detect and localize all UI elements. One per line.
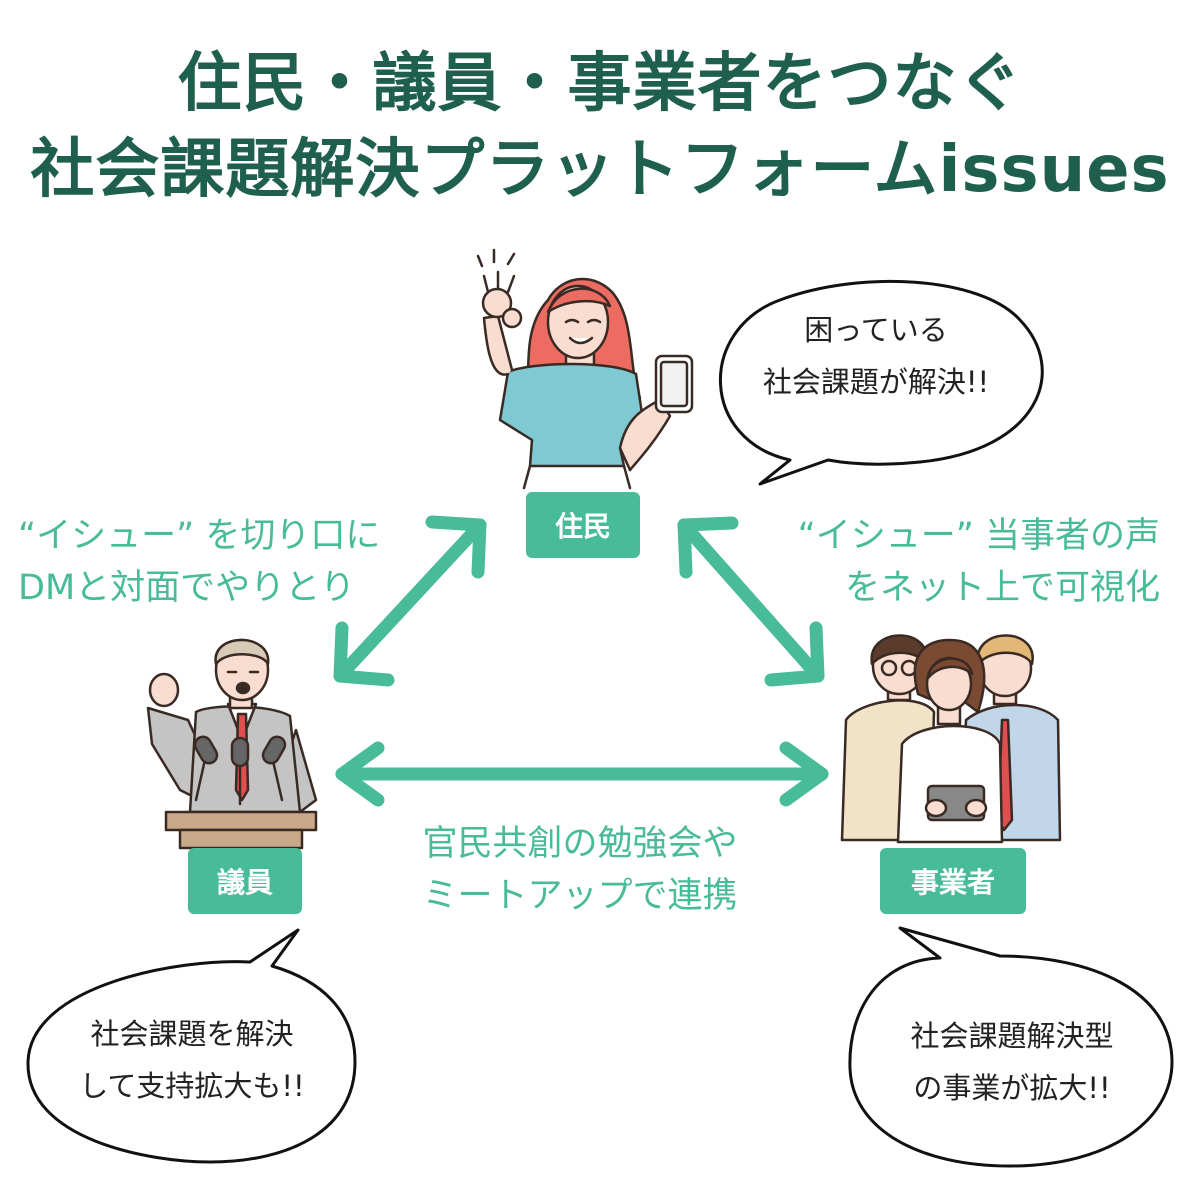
bubble-text-resident: 困っている 社会課題が解決!! (716, 304, 1036, 408)
bubble-line: 社会課題を解決 (90, 1017, 294, 1051)
caption-line: DMと対面でやりとり (18, 568, 356, 608)
speech-bubble-councilor (26, 928, 357, 1164)
node-label-resident: 住民 (526, 492, 640, 558)
bubble-line: 困っている (804, 313, 948, 347)
politician-podium-illustration (146, 638, 318, 850)
speech-bubble-resident (719, 279, 1044, 486)
page-title-line1: 住民・議員・事業者をつなぐ (177, 47, 1023, 121)
business-team-illustration (840, 634, 1062, 844)
caption-line: ミートアップで連携 (422, 876, 738, 916)
bubble-line: して支持拡大も!! (79, 1069, 305, 1103)
speech-bubble-business (848, 926, 1174, 1168)
arrow-councilor-business (335, 741, 829, 807)
caption-line: 官民共創の勉強会や (422, 824, 738, 864)
caption-line: “イシュー” 当事者の声 (797, 516, 1160, 556)
caption-line: をネット上で可視化 (844, 568, 1160, 608)
edge-caption-resident-councilor: “イシュー” を切り口に DMと対面でやりとり (18, 510, 380, 614)
bubble-line: 社会課題が解決!! (762, 365, 990, 399)
bubble-line: の事業が拡大!! (913, 1071, 1111, 1105)
page-title-line2: 社会課題解決プラットフォームissues (30, 133, 1170, 207)
edge-caption-resident-business: “イシュー” 当事者の声 をネット上で可視化 (798, 510, 1160, 614)
bubble-text-business: 社会課題解決型 の事業が拡大!! (854, 1010, 1170, 1114)
node-label-business: 事業者 (880, 848, 1026, 914)
caption-line: “イシュー” を切り口に (18, 516, 381, 556)
arrow-resident-business (677, 516, 825, 687)
woman-ok-gesture-illustration (476, 248, 694, 490)
node-label-councilor: 議員 (188, 848, 302, 914)
bubble-line: 社会課題解決型 (910, 1019, 1114, 1053)
edge-caption-councilor-business: 官民共創の勉強会や ミートアップで連携 (380, 818, 780, 922)
bubble-text-councilor: 社会課題を解決 して支持拡大も!! (34, 1008, 350, 1112)
arrow-resident-councilor (333, 515, 487, 687)
